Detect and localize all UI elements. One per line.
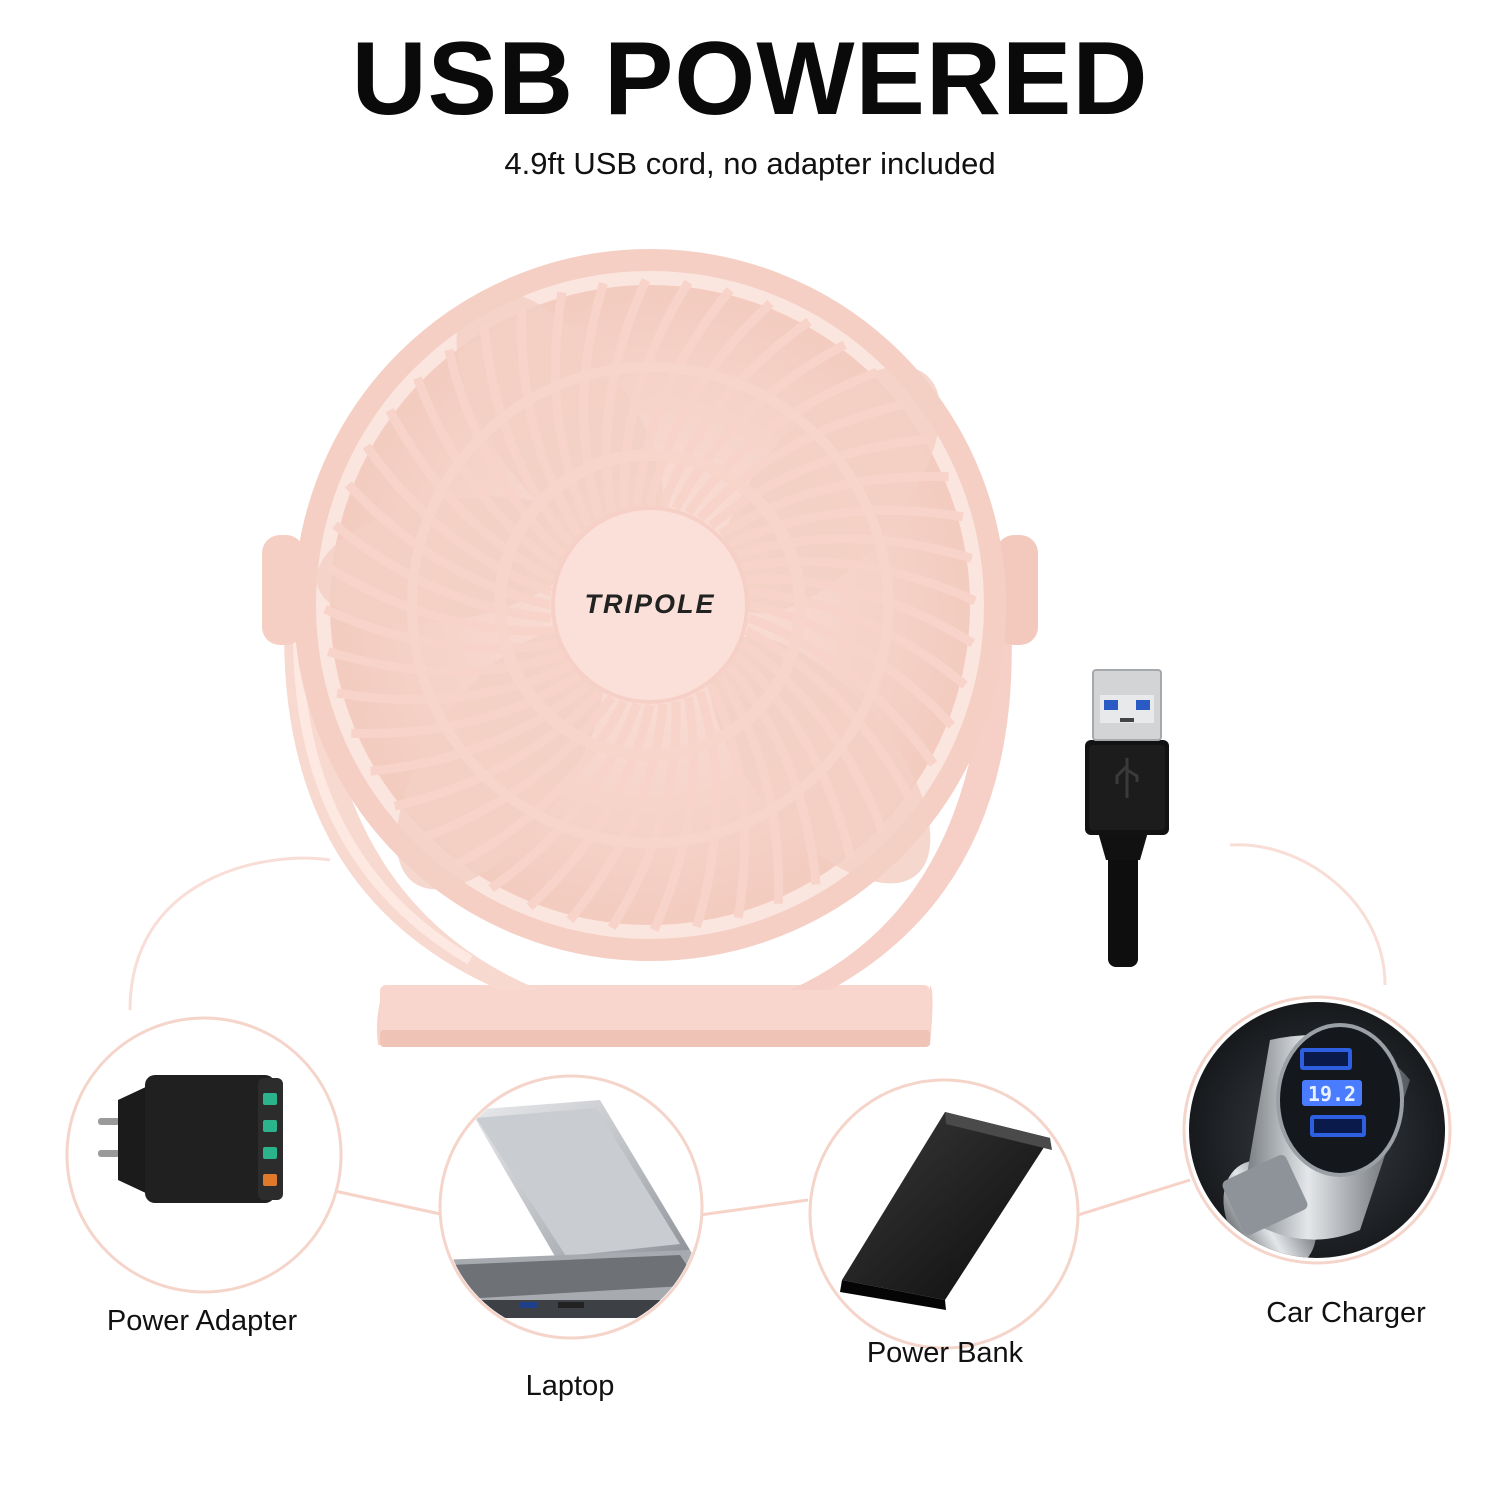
connector-arc	[128, 856, 331, 1011]
fan-grille-spoke	[453, 699, 629, 870]
fan-grille-spoke	[658, 317, 812, 508]
fan-grille-spoke	[749, 600, 956, 729]
fan-grille-spoke	[601, 278, 650, 514]
fan-grille-spoke	[326, 647, 565, 676]
connector-arc	[1229, 843, 1387, 986]
fan-grille-spoke	[619, 279, 693, 509]
fan-hub	[551, 506, 749, 704]
fan-grille-spoke	[579, 281, 608, 520]
fan-grille-spoke	[650, 696, 699, 932]
label-power-bank: Power Bank	[866, 1337, 1024, 1369]
fan-grille-spoke	[696, 399, 907, 522]
fan-grille	[323, 278, 977, 932]
fan-grille-spoke	[516, 306, 584, 537]
page-subtitle: 4.9ft USB cord, no adapter included	[504, 146, 996, 181]
fan-grille-spoke	[748, 587, 968, 689]
fan-grille-spoke	[324, 562, 554, 636]
fan-grille-spoke	[566, 703, 668, 923]
fan-grille-spoke	[739, 639, 887, 834]
fan-grille-spoke	[746, 574, 976, 648]
accessory-car-charger: 19.2	[1182, 995, 1452, 1265]
fan-grille-spoke	[727, 505, 964, 549]
fan-grille-spoke	[413, 376, 561, 571]
fan-grille-spoke	[323, 605, 559, 654]
fan-grille-spoke	[479, 325, 575, 547]
accessory-power-adapter	[65, 1016, 343, 1294]
fan-grille-spoke	[444, 348, 567, 559]
fan-grille-spoke	[645, 299, 774, 506]
fan-grille-spoke	[735, 534, 974, 563]
fan-grille-spoke	[336, 661, 573, 705]
fan-grille-spoke	[718, 471, 949, 539]
fan-pivot-left	[262, 535, 304, 645]
fan-grille-spoke	[550, 291, 594, 528]
accessory-power-bank	[808, 1078, 1080, 1350]
accessory-laptop	[438, 1074, 704, 1340]
label-power-adapter: Power Adapter	[106, 1305, 298, 1337]
brand-logo: TRIPOLE	[584, 589, 715, 619]
fan-grille-spoke	[733, 651, 856, 862]
fan-grille-spoke	[708, 434, 930, 530]
fan-pivot-right	[996, 535, 1038, 645]
fan-grille-spoke	[351, 671, 582, 739]
fan-grille-spoke	[526, 704, 655, 911]
fan-grille-spoke	[362, 443, 553, 597]
fan-grille-spoke	[344, 481, 551, 610]
fan-grille-spoke	[370, 680, 592, 776]
fan-grille-spoke	[421, 694, 616, 842]
power-bank-icon	[840, 1112, 1052, 1310]
fan-grille-spoke	[385, 408, 556, 584]
fan-grille-spoke	[744, 626, 915, 802]
fan-grille-spoke	[393, 688, 604, 811]
fan-grille-spoke	[671, 340, 847, 511]
fan-grille-spoke	[684, 368, 879, 516]
fan-grille-spoke	[607, 701, 681, 931]
fan-grille-spoke	[741, 556, 977, 605]
usb-a-cable-icon	[1085, 669, 1169, 967]
page-title: USB POWERED	[351, 21, 1149, 137]
car-charger-icon: 19.2	[1189, 1002, 1445, 1258]
wall-adapter-icon	[98, 1075, 283, 1203]
fan-grille-spoke	[706, 682, 750, 919]
fan-grille-spoke	[692, 690, 721, 929]
label-laptop: Laptop	[525, 1370, 615, 1402]
fan-grille-spoke	[725, 663, 821, 885]
fan-grille-spoke	[488, 702, 642, 893]
laptop-icon	[442, 1100, 700, 1320]
fan-grille-spoke	[632, 287, 734, 507]
fan-grille-spoke	[716, 673, 784, 904]
desk-fan: TRIPOLE	[262, 249, 1038, 1047]
label-car-charger: Car Charger	[1266, 1297, 1426, 1329]
fan-grille-spoke	[747, 613, 938, 767]
fan-grille-spoke	[332, 521, 552, 623]
car-charger-voltage: 19.2	[1308, 1082, 1356, 1106]
